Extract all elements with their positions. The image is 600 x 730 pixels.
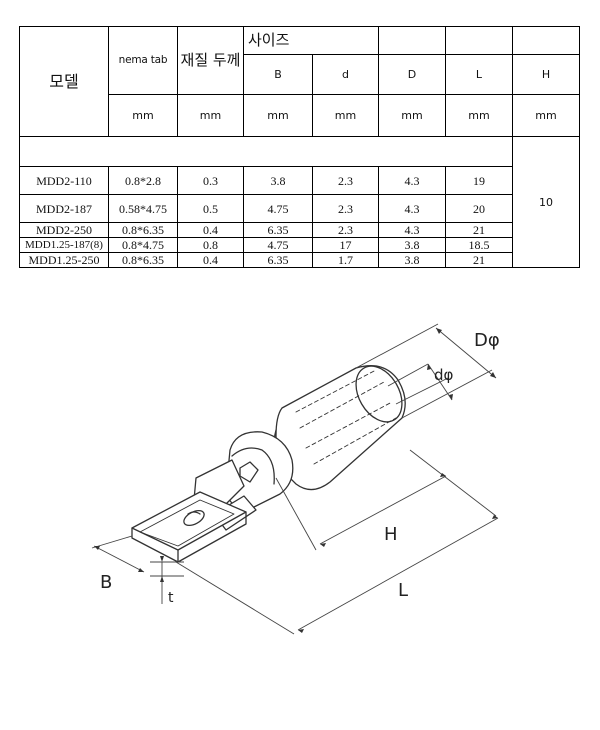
cell-b: 6.35 xyxy=(243,222,313,238)
header-col-h: H xyxy=(512,54,580,95)
label-h: H xyxy=(384,524,398,545)
cell-d-small: 2.3 xyxy=(312,194,379,223)
table-row: MDD2-110 0.8*2.8 0.3 3.8 2.3 4.3 19 xyxy=(19,166,580,195)
unit-cell: mm xyxy=(512,94,580,137)
cell-d-large: 3.8 xyxy=(378,252,446,268)
cell-d-large: 4.3 xyxy=(378,166,446,195)
header-blank xyxy=(445,26,513,55)
table-row: MDD1.25-250 0.8*6.35 0.4 6.35 1.7 3.8 21 xyxy=(19,252,580,268)
cell-l: 20 xyxy=(445,194,513,223)
header-nema-tab: nema tab xyxy=(108,26,178,95)
cell-tab: 0.8*6.35 xyxy=(108,222,178,238)
cell-d-small: 2.3 xyxy=(312,166,379,195)
spec-table: 모델 nema tab 재질 두께 사이즈 B d D L H mm mm mm… xyxy=(19,26,580,268)
cell-b: 3.8 xyxy=(243,166,313,195)
unit-cell: mm xyxy=(108,94,178,137)
header-col-d-large: D xyxy=(378,54,446,95)
table-row: MDD1.25-187(8) 0.8*4.75 0.8 4.75 17 3.8 … xyxy=(19,237,580,253)
cell-b: 4.75 xyxy=(243,237,313,253)
header-col-b: B xyxy=(243,54,313,95)
label-b: B xyxy=(100,572,112,593)
cell-thickness: 0.3 xyxy=(177,166,244,195)
cell-model: MDD2-250 xyxy=(19,222,109,238)
terminal-body xyxy=(131,365,406,563)
cell-d-small: 1.7 xyxy=(312,252,379,268)
unit-cell: mm xyxy=(312,94,379,137)
header-col-d-small: d xyxy=(312,54,379,95)
cell-d-small: 2.3 xyxy=(312,222,379,238)
table-row: MDD2-250 0.8*6.35 0.4 6.35 2.3 4.3 21 xyxy=(19,222,580,238)
cell-model: MDD2-110 xyxy=(19,166,109,195)
header-material-thickness: 재질 두께 xyxy=(177,26,244,95)
label-t: t xyxy=(168,590,174,606)
header-size: 사이즈 xyxy=(243,26,313,55)
label-d-inner: dφ xyxy=(434,366,454,384)
cell-thickness: 0.8 xyxy=(177,237,244,253)
unit-cell: mm xyxy=(378,94,446,137)
cell-tab: 0.8*2.8 xyxy=(108,166,178,195)
header-blank xyxy=(512,26,580,55)
unit-cell: mm xyxy=(243,94,313,137)
unit-cell: mm xyxy=(177,94,244,137)
cell-tab: 0.8*6.35 xyxy=(108,252,178,268)
cell-model: MDD1.25-187(8) xyxy=(19,237,109,253)
unit-cell: mm xyxy=(445,94,513,137)
cell-model: MDD2-187 xyxy=(19,194,109,223)
cell-b: 4.75 xyxy=(243,194,313,223)
label-l: L xyxy=(398,580,408,601)
cell-l: 19 xyxy=(445,166,513,195)
spacer-row xyxy=(19,136,513,167)
cell-l: 21 xyxy=(445,252,513,268)
cell-tab: 0.58*4.75 xyxy=(108,194,178,223)
cell-model: MDD1.25-250 xyxy=(19,252,109,268)
terminal-drawing: Dφ dφ H L B t xyxy=(91,323,500,635)
cell-d-large: 3.8 xyxy=(378,237,446,253)
dimension-arrows xyxy=(94,328,498,633)
cell-thickness: 0.5 xyxy=(177,194,244,223)
cell-tab: 0.8*4.75 xyxy=(108,237,178,253)
cell-thickness: 0.4 xyxy=(177,252,244,268)
cell-d-small: 17 xyxy=(312,237,379,253)
label-d-outer: Dφ xyxy=(474,330,500,351)
cell-d-large: 4.3 xyxy=(378,222,446,238)
h-value-cell: 10 xyxy=(512,136,580,268)
cell-l: 18.5 xyxy=(445,237,513,253)
header-blank xyxy=(378,26,446,55)
header-size-fill xyxy=(312,26,379,55)
cell-d-large: 4.3 xyxy=(378,194,446,223)
header-model: 모델 xyxy=(19,26,109,137)
cell-l: 21 xyxy=(445,222,513,238)
cell-thickness: 0.4 xyxy=(177,222,244,238)
header-col-l: L xyxy=(445,54,513,95)
cell-b: 6.35 xyxy=(243,252,313,268)
table-row: MDD2-187 0.58*4.75 0.5 4.75 2.3 4.3 20 xyxy=(19,194,580,223)
dimension-lines xyxy=(91,323,499,635)
